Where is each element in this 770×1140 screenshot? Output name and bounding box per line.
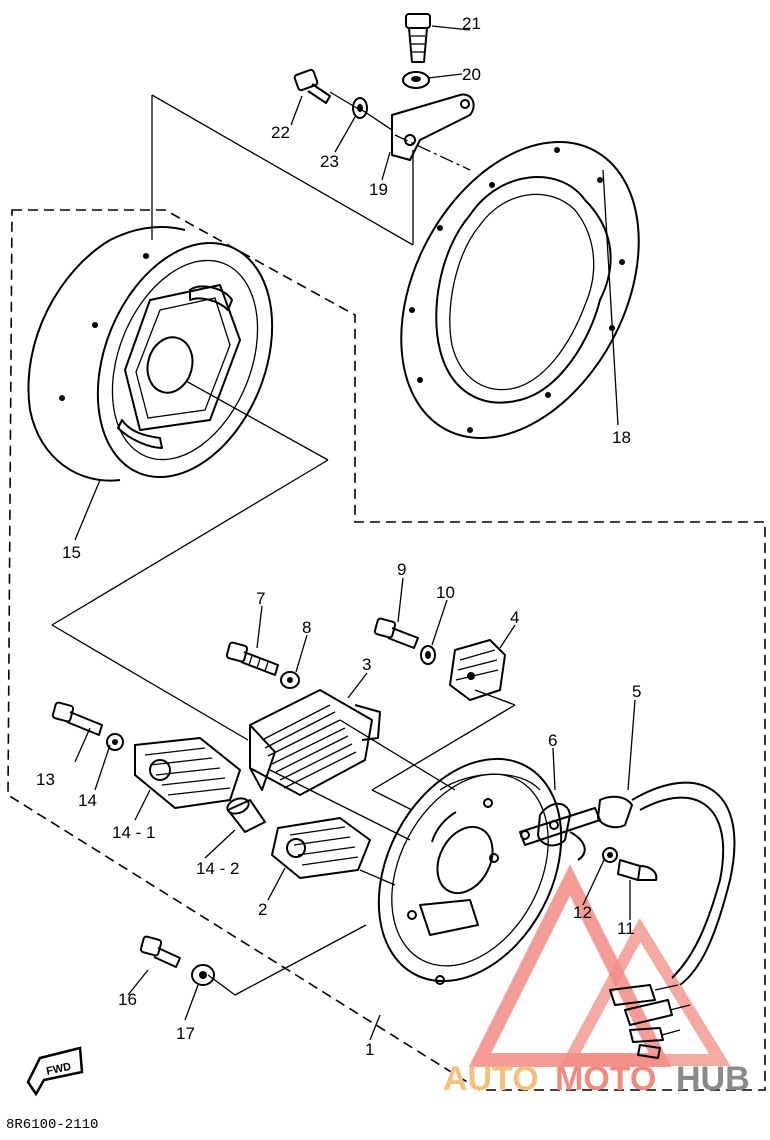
callout-labels: 1 2 3 4 5 6 7 8 9 10 11 12 13 14 14 - 1 …	[36, 14, 641, 1059]
coil-2	[271, 817, 371, 879]
washer-8	[280, 671, 300, 689]
stator-plate-1	[377, 757, 563, 985]
washer-23	[352, 97, 368, 119]
watermark-auto: AUTO	[443, 1060, 539, 1098]
coil-4	[449, 639, 506, 701]
callout-14-2: 14 - 2	[196, 859, 239, 878]
fwd-arrow-icon: FWD	[26, 1046, 84, 1097]
callout-8: 8	[302, 618, 311, 637]
callout-14-1: 14 - 1	[112, 823, 155, 842]
bolt-21	[405, 13, 431, 63]
callout-1: 1	[365, 1040, 374, 1059]
callout-11: 11	[617, 919, 635, 938]
callout-21: 21	[462, 14, 481, 33]
callout-17: 17	[176, 1024, 195, 1043]
callout-7: 7	[256, 589, 265, 608]
watermark-moto: MOTO	[555, 1060, 656, 1098]
callout-16: 16	[118, 990, 137, 1009]
rotor-15	[27, 226, 274, 482]
screw-11	[617, 859, 658, 881]
callout-12: 12	[573, 903, 592, 922]
bolt-22	[293, 68, 331, 104]
bracket-19	[391, 93, 475, 161]
callout-18: 18	[612, 428, 631, 447]
clamp-6	[537, 802, 586, 861]
gasket-ring-18	[400, 141, 640, 439]
coil-14-1	[134, 737, 241, 809]
washer-10	[420, 645, 436, 665]
screw-13	[51, 701, 103, 736]
diagram-code: 8R6100-2110	[6, 1117, 98, 1133]
callout-10: 10	[436, 583, 455, 602]
washer-12	[602, 847, 618, 863]
callout-5: 5	[632, 682, 641, 701]
callout-22: 22	[271, 123, 290, 142]
callout-13: 13	[36, 770, 55, 789]
callout-6: 6	[548, 731, 557, 750]
watermark-hub: HUB	[676, 1060, 750, 1098]
callout-14: 14	[78, 791, 97, 810]
callout-15: 15	[62, 543, 81, 562]
washer-17	[191, 964, 215, 986]
callout-20: 20	[462, 65, 481, 84]
washer-20	[402, 71, 430, 89]
washer-14	[106, 733, 124, 751]
spacer-14-2	[226, 797, 266, 833]
watermark-logo: AUTO MOTO HUB	[443, 864, 750, 1098]
callout-3: 3	[362, 655, 371, 674]
leader-lines	[51, 25, 636, 1041]
callout-4: 4	[510, 608, 519, 627]
callout-23: 23	[320, 152, 339, 171]
coil-3	[249, 689, 381, 796]
callout-9: 9	[397, 560, 406, 579]
screw-7	[225, 641, 279, 676]
callout-19: 19	[369, 180, 388, 199]
screw-16	[139, 935, 181, 968]
screw-9	[373, 617, 419, 649]
callout-2: 2	[258, 900, 267, 919]
fwd-label: FWD	[45, 1061, 72, 1078]
